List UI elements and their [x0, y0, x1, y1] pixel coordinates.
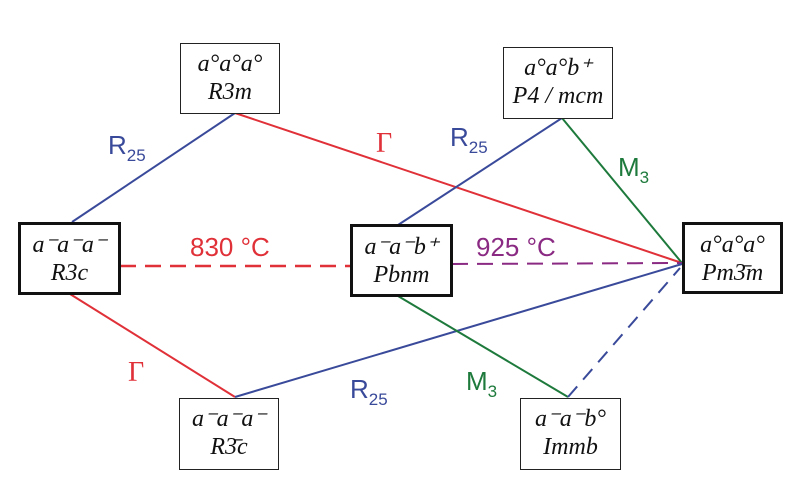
node-p4mcm: a°a°b⁺ P4 / mcm — [503, 47, 613, 119]
edge-r3barc-pm3m — [234, 263, 683, 398]
edge-immb-pm3m — [567, 267, 681, 398]
label-m3-lower: M3 — [466, 366, 498, 401]
space-group-label: R3m — [208, 79, 252, 105]
label-830c: 830 °C — [190, 232, 270, 262]
label-gamma-upper: Γ — [376, 128, 393, 159]
edge-r3c-r3barc — [69, 293, 236, 398]
node-r3c: a⁻a⁻a⁻ R3c — [18, 222, 121, 295]
tilt-label: a°a°a° — [700, 232, 765, 258]
tilt-label: a⁻a⁻b° — [535, 406, 606, 432]
label-925c: 925 °C — [476, 232, 556, 262]
label-r25-upper-left: R25 — [108, 130, 146, 165]
tilt-label: a°a°a° — [197, 51, 263, 77]
tilt-label: a⁻a⁻b⁺ — [364, 234, 439, 260]
edge-pbnm-p4mcm — [397, 117, 563, 226]
node-pbnm: a⁻a⁻b⁺ Pbnm — [350, 224, 453, 297]
space-group-label: Immb — [543, 434, 598, 460]
tilt-label: a⁻a⁻a⁻ — [32, 232, 107, 258]
edge-r3c-r3m — [71, 112, 236, 223]
label-m3-upper: M3 — [618, 152, 650, 187]
space-group-label: P4 / mcm — [512, 83, 604, 109]
label-r25-upper-right: R25 — [450, 122, 488, 157]
space-group-label: R3̄c — [210, 434, 248, 460]
node-r3m: a°a°a° R3m — [180, 43, 280, 114]
node-r3barc: a⁻a⁻a⁻ R3̄c — [179, 398, 279, 470]
edge-pbnm-immb — [397, 295, 569, 398]
space-group-label: Pm3̄m — [701, 260, 764, 286]
node-immb: a⁻a⁻b° Immb — [520, 398, 621, 470]
node-pm3m: a°a°a° Pm3̄m — [682, 222, 783, 294]
label-gamma-lower: Γ — [128, 357, 145, 388]
edge-r3m-pm3m — [234, 112, 683, 264]
edge-pbnm-pm3m-925 — [451, 262, 683, 265]
label-r25-lower: R25 — [350, 374, 388, 409]
tilt-label: a⁻a⁻a⁻ — [191, 406, 266, 432]
space-group-label: Pbnm — [373, 262, 430, 288]
space-group-label: R3c — [50, 260, 89, 286]
edge-p4mcm-pm3m — [561, 117, 683, 264]
tilt-label: a°a°b⁺ — [524, 55, 592, 81]
